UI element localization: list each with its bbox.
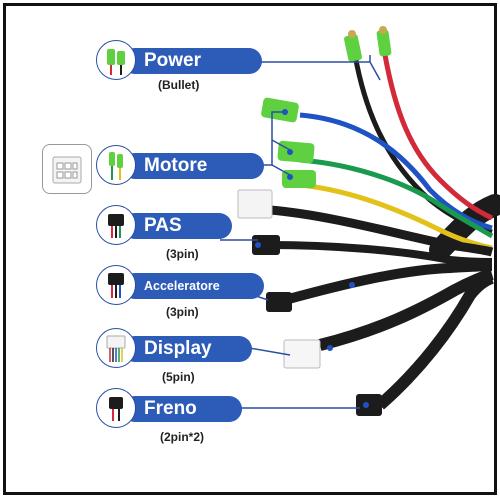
pas-plug-icon	[108, 214, 124, 238]
pas-sub: (3pin)	[166, 247, 199, 261]
acceleratore-sub: (3pin)	[166, 305, 199, 319]
freno-sub: (2pin*2)	[160, 430, 205, 444]
display-plug	[283, 339, 321, 369]
bullet-connector-icon	[107, 49, 125, 75]
display-plug-icon	[106, 335, 126, 362]
image-frame	[3, 3, 497, 495]
pas-circle	[96, 205, 136, 245]
power-sub: (Bullet)	[158, 78, 200, 92]
freno-pill: Freno	[122, 396, 242, 422]
motor-plug-icon	[52, 156, 82, 184]
pas-pill: PAS	[122, 213, 232, 239]
power-circle	[96, 40, 136, 80]
display-circle	[96, 328, 136, 368]
throttle-plug	[266, 292, 292, 312]
motore-pill: Motore	[122, 153, 264, 179]
brake-plug-icon	[109, 397, 123, 421]
motor-wire-blue	[299, 112, 493, 231]
display-sub: (5pin)	[162, 370, 195, 384]
motor-hall-plug	[237, 189, 273, 219]
acceleratore-pill: Acceleratore	[122, 273, 264, 299]
display-pill: Display	[122, 336, 252, 362]
leader-dots	[255, 109, 369, 408]
hall-cable	[269, 205, 494, 257]
motor-wire-green	[299, 157, 494, 239]
motor-wire-yellow	[299, 182, 493, 251]
throttle-plug-icon	[108, 273, 124, 298]
power-pill: Power	[122, 48, 262, 74]
motor-plug-thumbnail	[42, 144, 92, 194]
power-bullet-connectors	[344, 26, 392, 62]
pas-plug	[252, 235, 280, 255]
motore-circle	[96, 145, 136, 185]
motor-bullet-icon	[109, 152, 123, 180]
throttle-cable	[283, 261, 493, 305]
freno-circle	[96, 388, 136, 428]
power-wire-red	[382, 54, 494, 221]
brake-cable	[376, 272, 494, 410]
acceleratore-circle	[96, 265, 136, 305]
